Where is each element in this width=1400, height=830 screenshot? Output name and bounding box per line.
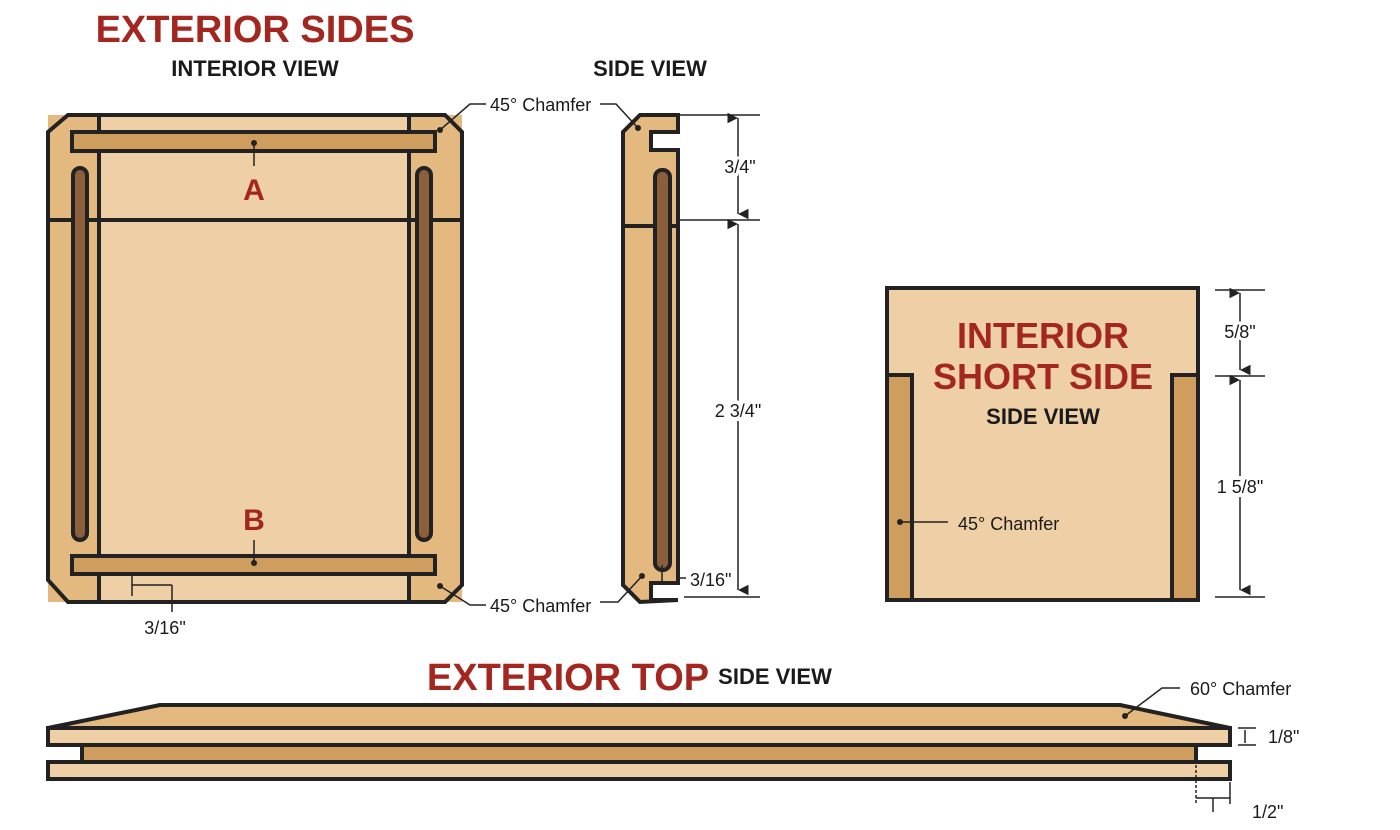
interior-view-heading: INTERIOR VIEW xyxy=(171,56,339,81)
interior-short-side-view xyxy=(885,286,1265,602)
interior-short-side-title-1: INTERIOR xyxy=(957,315,1129,356)
label-a: A xyxy=(243,174,265,207)
dim-side-offset: 3/16" xyxy=(690,570,731,590)
dim-top: 3/4" xyxy=(724,157,755,177)
label-b: B xyxy=(243,504,265,537)
chamfer-top-label: 45° Chamfer xyxy=(490,95,591,115)
dim-top-thickness: 1/8" xyxy=(1268,727,1299,747)
dim-groove-offset: 3/16" xyxy=(144,618,185,638)
side-view-dimensions xyxy=(680,112,760,598)
exterior-top-chamfer-label: 60° Chamfer xyxy=(1190,679,1291,699)
dim-short-top: 5/8" xyxy=(1224,322,1255,342)
dim-short-main: 1 5/8" xyxy=(1217,477,1263,497)
side-view-heading: SIDE VIEW xyxy=(593,56,707,81)
exterior-side-interior-view xyxy=(46,113,464,612)
dim-top-inset: 1/2" xyxy=(1252,802,1283,822)
exterior-sides-title: EXTERIOR SIDES xyxy=(96,9,415,51)
interior-chamfer-label: 45° Chamfer xyxy=(958,514,1059,534)
exterior-top-side-view-heading: SIDE VIEW xyxy=(718,664,832,689)
groove-right xyxy=(415,166,433,542)
interior-short-side-title-2: SHORT SIDE xyxy=(933,356,1153,397)
exterior-side-side-view xyxy=(600,103,686,605)
exterior-top-side-view xyxy=(46,687,1256,812)
interior-short-side-view-heading: SIDE VIEW xyxy=(986,404,1100,429)
groove-left xyxy=(71,166,89,542)
dim-main: 2 3/4" xyxy=(715,401,761,421)
chamfer-bottom-label: 45° Chamfer xyxy=(490,596,591,616)
exterior-top-title: EXTERIOR TOP xyxy=(427,657,709,699)
